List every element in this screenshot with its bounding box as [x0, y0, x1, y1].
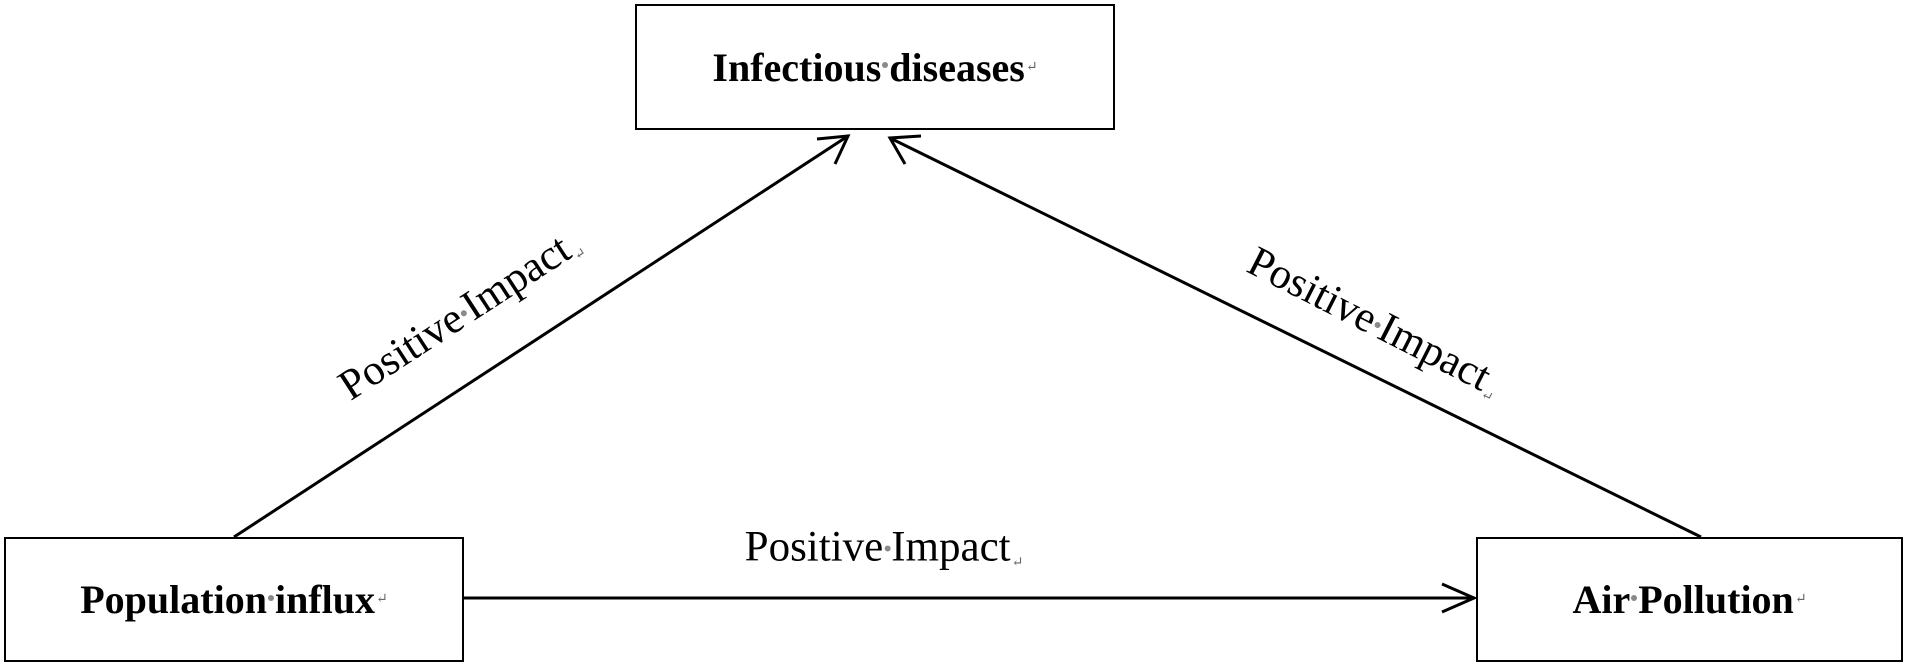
edge-air-to-infectious-line	[889, 136, 1702, 539]
edge-population-to-infectious-arrowhead	[816, 134, 851, 165]
node-air-pollution-label-2: Pollution	[1638, 577, 1794, 622]
edge-air-to-infectious-arrowhead	[887, 134, 922, 165]
edge-label-word-2: Impact	[891, 523, 1011, 571]
node-population-influx-label-2: influx	[274, 577, 376, 622]
paragraph-mark: ↵	[1011, 555, 1024, 571]
node-infectious-diseases-label-2: diseases	[889, 44, 1025, 90]
node-infectious-diseases-label-1: Infectious	[712, 44, 882, 90]
paragraph-mark: ↵	[376, 592, 388, 607]
paragraph-mark: ↵	[1025, 59, 1038, 75]
edge-population-to-air-arrowhead	[1441, 582, 1478, 614]
node-population-influx-label-1: Population	[80, 577, 267, 622]
space-mark	[884, 545, 891, 552]
space-mark	[882, 62, 889, 68]
space-mark	[1631, 594, 1638, 601]
edge-population-to-infectious-line	[233, 134, 849, 539]
paragraph-mark: ↵	[1794, 592, 1807, 607]
edge-label-word-1: Positive	[744, 523, 884, 571]
node-air-pollution-label-1: Air	[1572, 577, 1631, 622]
space-mark	[267, 594, 274, 601]
